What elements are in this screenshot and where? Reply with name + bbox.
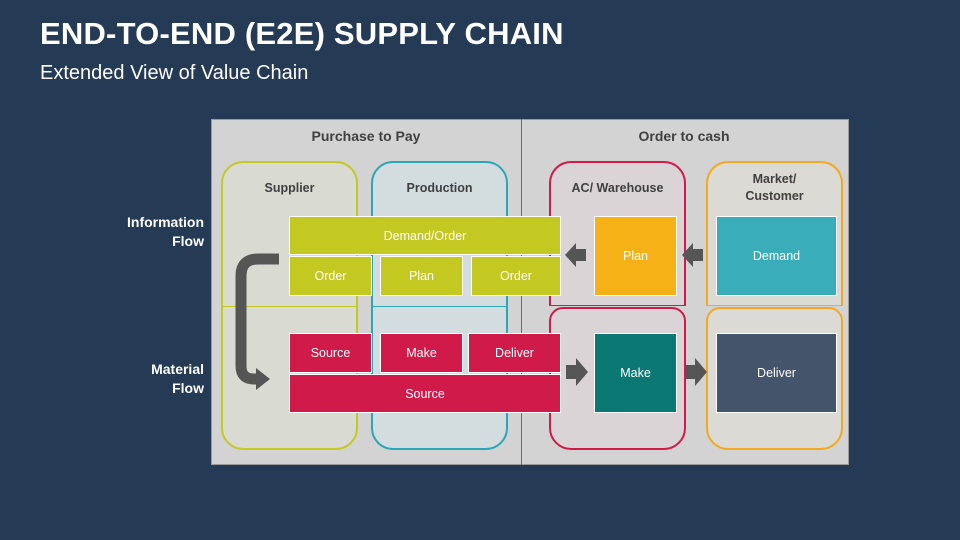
page-subtitle: Extended View of Value Chain — [40, 62, 309, 84]
box-demand-order: Demand/Order — [289, 216, 561, 255]
column-label-production: Production — [406, 181, 473, 195]
label-information-flow-line2: Flow — [172, 233, 204, 249]
column-label-market-line2: Customer — [745, 189, 804, 203]
label-information-flow-line1: Information — [127, 214, 204, 230]
arrow-right-production-to-warehouse — [566, 358, 588, 386]
box-deliver-production: Deliver — [468, 333, 561, 373]
section-title-purchase-to-pay: Purchase to Pay — [311, 128, 421, 144]
box-source-supplier: Source — [289, 333, 372, 373]
arrow-left-warehouse-to-production — [565, 243, 586, 267]
curved-arrow-shaft — [235, 253, 279, 385]
curved-arrow-head — [256, 368, 270, 390]
column-label-supplier: Supplier — [264, 181, 315, 195]
label-material-flow: Material Flow — [54, 360, 204, 398]
label-material-flow-line1: Material — [151, 361, 204, 377]
box-source-combined: Source — [289, 374, 561, 413]
box-plan-production: Plan — [380, 256, 463, 296]
section-title-order-to-cash: Order to cash — [638, 128, 730, 144]
arrow-right-warehouse-to-market — [685, 358, 707, 386]
page-title: END-TO-END (E2E) SUPPLY CHAIN — [40, 16, 564, 51]
box-market-demand: Demand — [716, 216, 837, 296]
box-warehouse-plan: Plan — [594, 216, 677, 296]
label-material-flow-line2: Flow — [172, 380, 204, 396]
supplier-row-divider — [222, 306, 357, 307]
box-warehouse-make: Make — [594, 333, 677, 413]
box-make-production: Make — [380, 333, 463, 373]
box-order-production: Order — [471, 256, 561, 296]
arrow-left-market-to-warehouse — [682, 243, 703, 267]
column-label-market-line1: Market/ — [752, 172, 797, 186]
production-row-divider — [372, 306, 507, 307]
column-label-warehouse: AC/ Warehouse — [571, 181, 664, 195]
box-order-supplier: Order — [289, 256, 372, 296]
column-label-market: Market/ Customer — [706, 171, 843, 205]
box-market-deliver: Deliver — [716, 333, 837, 413]
label-information-flow: Information Flow — [54, 213, 204, 251]
